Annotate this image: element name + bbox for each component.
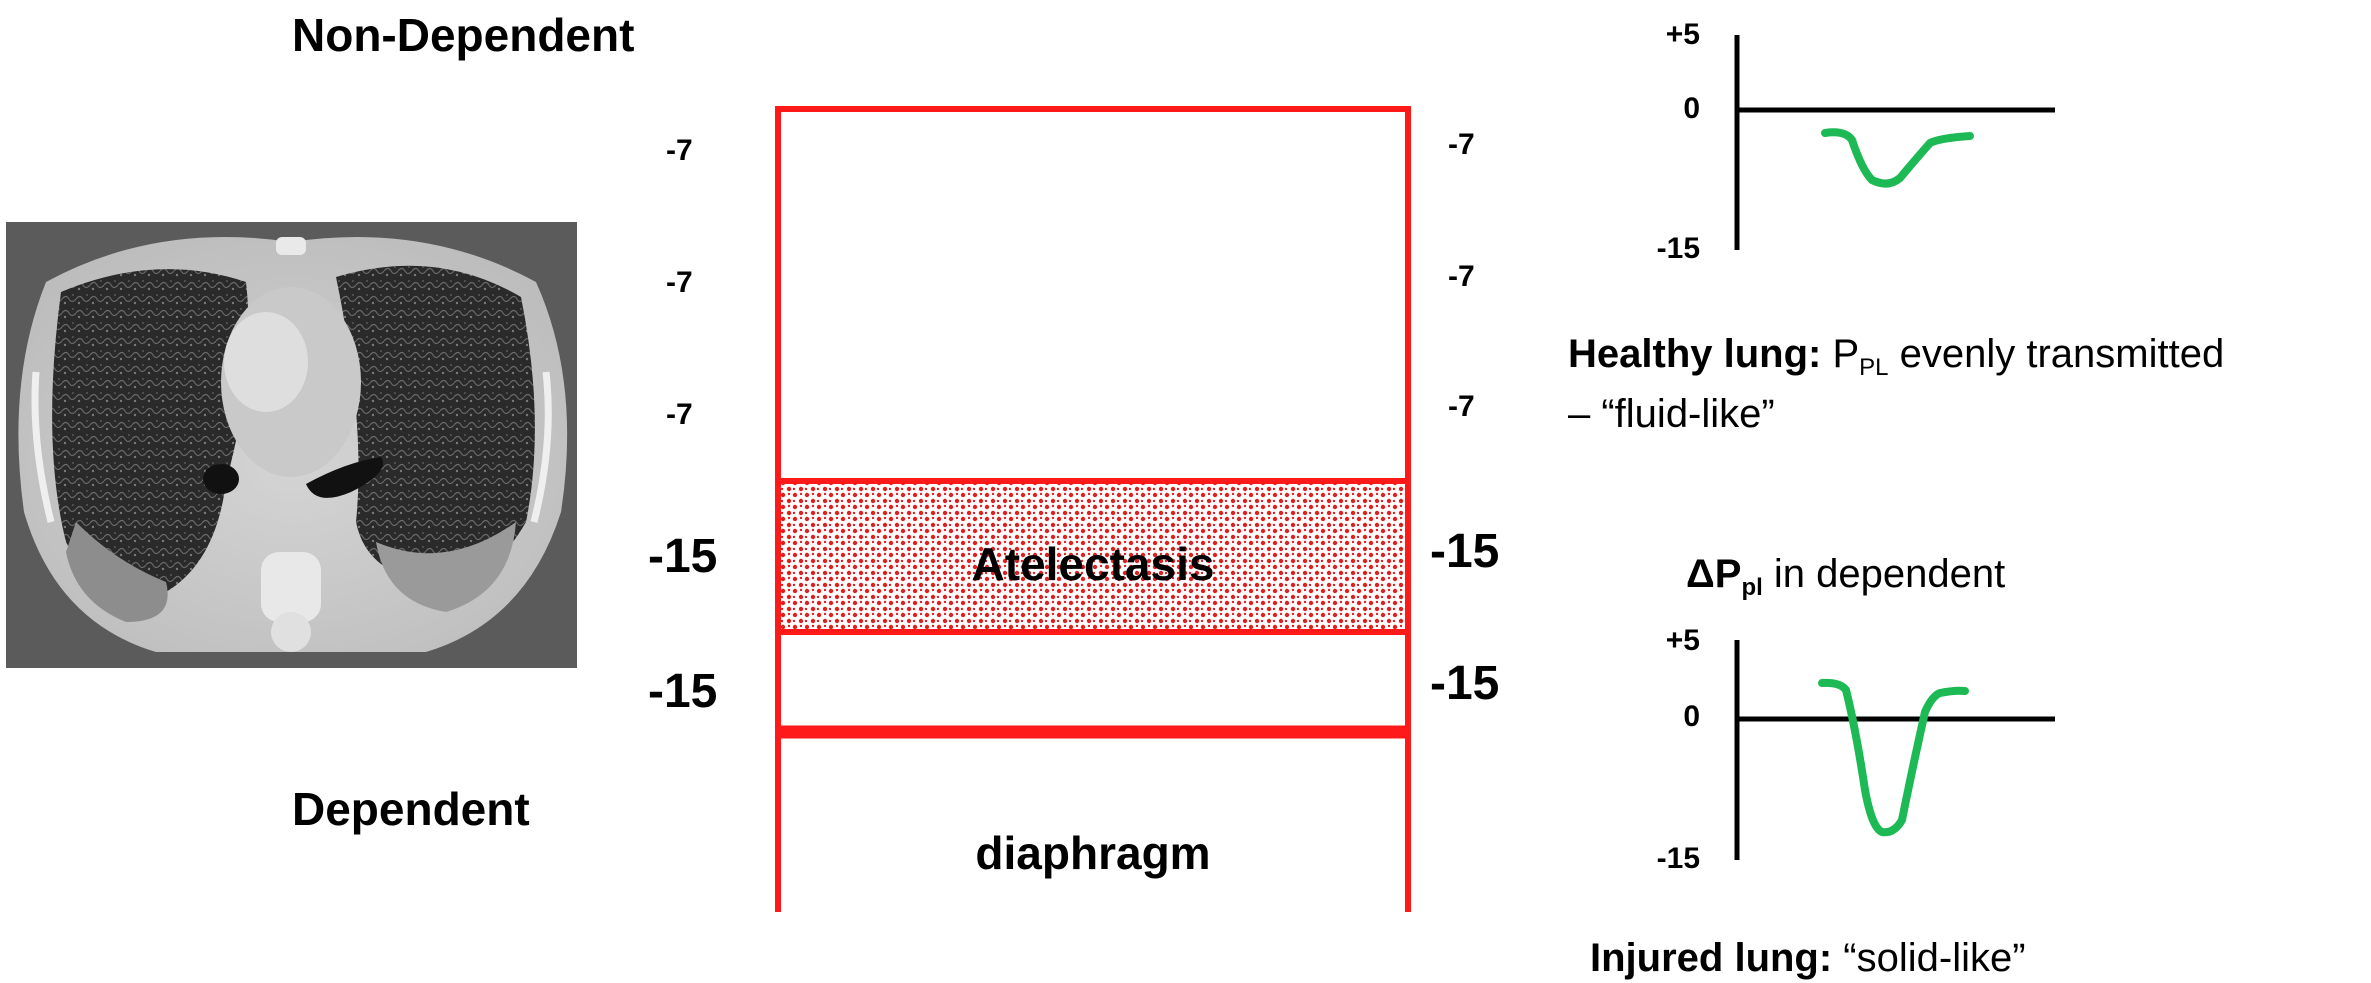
injured-caption-bold: Injured lung: (1590, 936, 1832, 980)
healthy-caption-rest: evenly transmitted (1889, 332, 2225, 376)
injured-heading-bold: ΔP (1686, 552, 1741, 596)
injured-heading-sub: pl (1741, 574, 1762, 601)
healthy-caption-line1: Healthy lung: PPL evenly transmitted (1568, 330, 2224, 383)
injured-heading: ΔPpl in dependent (1686, 550, 2005, 603)
healthy-caption-sub: PL (1859, 354, 1888, 381)
injured-pressure-trace (1822, 683, 1965, 832)
healthy-caption-line2: – “fluid-like” (1568, 390, 1775, 438)
healthy-caption-P: P (1832, 332, 1859, 376)
injured-caption-rest: “solid-like” (1832, 936, 2025, 980)
injured-tick-plus5: +5 (1640, 624, 1700, 658)
healthy-pressure-trace (1825, 132, 1970, 183)
injured-heading-rest: in dependent (1763, 552, 2005, 596)
healthy-caption-bold: Healthy lung: (1568, 332, 1821, 376)
injured-tick-zero: 0 (1640, 700, 1700, 734)
injured-caption: Injured lung: “solid-like” (1590, 934, 2026, 982)
injured-tick-minus15: -15 (1640, 842, 1700, 876)
